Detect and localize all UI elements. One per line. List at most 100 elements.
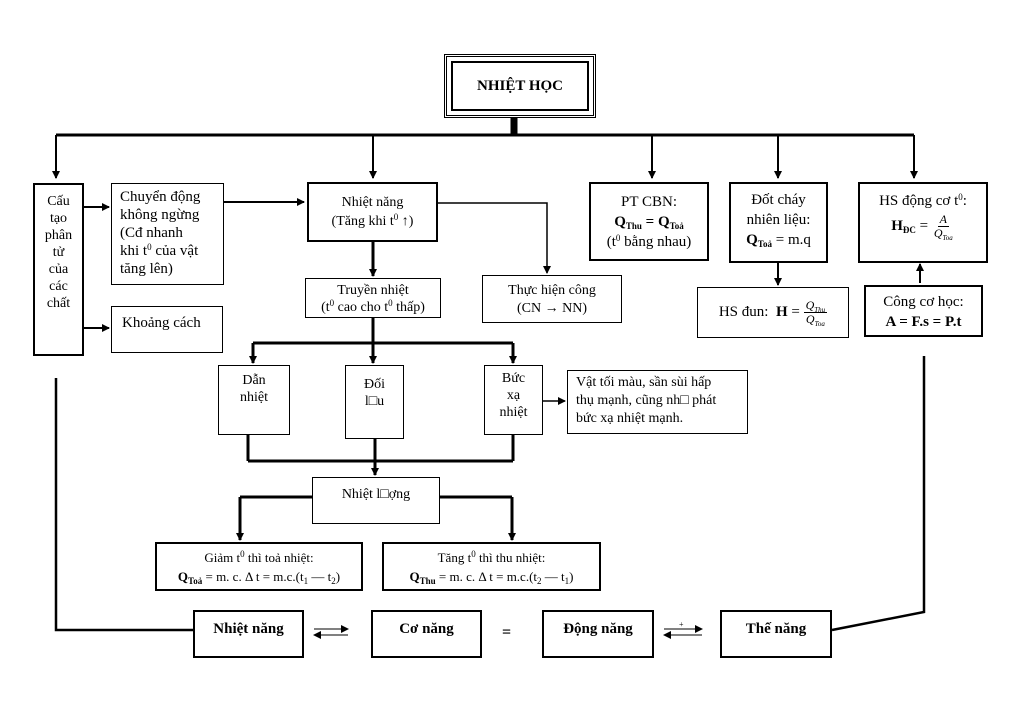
- cau-tao-line: chất: [46, 296, 71, 311]
- text: = m.q: [771, 232, 811, 248]
- dan-nhiet-line: Dẫn: [242, 373, 266, 388]
- chuyen-dong-text: khi t: [120, 243, 148, 259]
- text: ↑): [398, 214, 414, 229]
- nhiet-nang-box: Nhiệt năng (Tăng khi t0 ↑): [307, 182, 438, 242]
- text: Q: [409, 569, 420, 584]
- pt-cbn-box: PT CBN: QThu = QToả (t0 bằng nhau): [589, 182, 709, 261]
- khoang-cach-label: Khoảng cách: [122, 315, 201, 331]
- vat-toi-line: bức xạ nhiệt mạnh.: [576, 411, 684, 426]
- toa-nhiet-box: Giảm t0 thì toả nhiệt: QToả = m. c. Δ t …: [155, 542, 363, 591]
- dot-chay-box: Đốt cháy nhiên liệu: QToả = m.q: [729, 182, 828, 263]
- chuyen-dong-text: của vật: [151, 243, 199, 259]
- text: (t: [321, 300, 330, 315]
- text: Tăng t: [437, 550, 472, 565]
- nhiet-nang-label: Nhiệt năng: [341, 195, 404, 210]
- superscript: 0: [388, 298, 393, 308]
- hs-dun-fraction: QThu QToa: [803, 299, 828, 328]
- chuyen-dong-line: Chuyển động: [120, 189, 201, 205]
- text: ): [335, 569, 341, 584]
- root-box: NHIỆT HỌC: [444, 54, 596, 118]
- numerator: A: [937, 212, 949, 227]
- pt-cbn-formula: QThu = QToả: [591, 212, 707, 232]
- superscript: 0: [147, 242, 152, 252]
- text: — t: [308, 569, 332, 584]
- text: cao cho t: [334, 300, 389, 315]
- text: (t: [606, 234, 616, 250]
- doi-luu-line: Đối: [364, 377, 385, 392]
- thuc-hien-cong-box: Thực hiện công (CN → NN): [482, 275, 622, 323]
- subscript: ĐC: [902, 224, 916, 235]
- text: Q: [933, 226, 943, 240]
- subscript: Toả: [757, 239, 772, 249]
- buc-xa-line: Bức: [501, 371, 526, 386]
- text: =: [641, 214, 658, 230]
- nhiet-luong-label: Nhiệt l□ợng: [341, 487, 411, 502]
- cau-tao-line: các: [49, 279, 68, 294]
- chuyen-dong-box: Chuyển động không ngừng (Cđ nhanh khi t0…: [111, 183, 224, 285]
- thuc-hien-cong-label: Thực hiện công: [508, 283, 596, 298]
- cau-tao-line: tạo: [49, 211, 68, 226]
- bottom-the-nang-box: Thế năng: [720, 610, 832, 658]
- denominator: QToa: [932, 226, 955, 242]
- numerator: QThu: [803, 299, 828, 314]
- superscript: 0: [393, 212, 399, 222]
- text: thì toả nhiệt:: [244, 550, 314, 565]
- khoang-cach-box: Khoảng cách: [111, 306, 223, 353]
- text: =: [787, 304, 804, 320]
- toa-nhiet-formula: QToả = m. c. Δ t = m.c.(t1 — t2): [157, 567, 361, 586]
- superscript: 0: [958, 192, 963, 202]
- buc-xa-line: xạ: [506, 388, 521, 403]
- subscript: Toả: [669, 221, 684, 231]
- superscript: 0: [240, 549, 245, 559]
- chuyen-dong-line: khi t0 của vật: [120, 242, 215, 260]
- subscript: 1: [564, 576, 570, 586]
- denominator: QToa: [804, 313, 827, 328]
- subscript: Toa: [942, 234, 953, 242]
- toa-nhiet-heading: Giảm t0 thì toả nhiệt:: [157, 548, 361, 567]
- buc-xa-nhiet-box: Bức xạ nhiệt: [484, 365, 543, 435]
- dot-chay-formula: QToả = m.q: [731, 230, 826, 250]
- thu-nhiet-box: Tăng t0 thì thu nhiệt: QThu = m. c. Δ t …: [382, 542, 601, 591]
- cong-co-hoc-formula: A = F.s = P.t: [885, 314, 962, 330]
- text: Q: [177, 569, 189, 584]
- equals-sign: =: [502, 624, 512, 641]
- nhiet-luong-box: Nhiệt l□ợng: [312, 477, 440, 524]
- text: ): [569, 569, 574, 584]
- text: (Tăng khi t: [331, 214, 394, 229]
- dot-chay-line: nhiên liệu:: [746, 212, 811, 228]
- bottom-nhiet-nang-box: Nhiệt năng: [193, 610, 304, 658]
- hs-dun-label: HS đun:: [718, 304, 769, 320]
- text: Q: [746, 232, 758, 248]
- thu-nhiet-heading: Tăng t0 thì thu nhiệt:: [384, 548, 599, 567]
- text: :: [962, 193, 967, 209]
- subscript: 2: [537, 576, 542, 586]
- text: HS động cơ t: [879, 193, 959, 209]
- cau-tao-line: Cấu: [47, 194, 70, 209]
- text: H: [891, 217, 903, 234]
- text: thì thu nhiệt:: [475, 550, 546, 565]
- cau-tao-line: tử: [52, 245, 65, 260]
- pt-cbn-label: PT CBN:: [621, 194, 677, 210]
- subscript: Thu: [419, 576, 436, 586]
- subscript: 2: [331, 576, 336, 586]
- bottom-co-nang-box: Cơ năng: [371, 610, 482, 658]
- cong-co-hoc-box: Công cơ học: A = F.s = P.t: [864, 285, 983, 337]
- text: — t: [541, 569, 565, 584]
- subscript: Thu: [625, 221, 642, 231]
- subscript: 1: [303, 576, 309, 586]
- buc-xa-line: nhiệt: [499, 405, 528, 420]
- chuyen-dong-line: tăng lên): [120, 261, 173, 277]
- text: = m. c. Δ t = m.c.(t: [202, 569, 304, 584]
- doi-luu-line: l□u: [364, 394, 385, 409]
- cau-tao-phan-tu-box: Cấu tạo phân tử của các chất: [33, 183, 84, 356]
- text: = m. c. Δ t = m.c.(t: [435, 569, 538, 584]
- chuyen-dong-line: (Cđ nhanh: [120, 225, 183, 241]
- superscript: 0: [615, 233, 621, 243]
- thu-nhiet-formula: QThu = m. c. Δ t = m.c.(t2 — t1): [384, 567, 599, 586]
- bottom-co-nang-label: Cơ năng: [399, 621, 454, 637]
- cau-tao-line: của: [48, 262, 69, 277]
